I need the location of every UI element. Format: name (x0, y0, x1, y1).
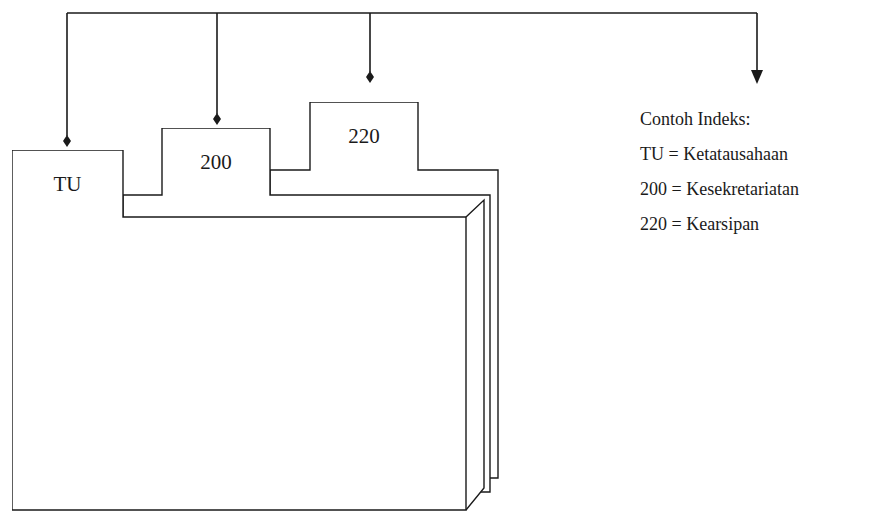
folder-index: 200 (200, 150, 232, 174)
folder-outline (12, 150, 487, 512)
index-heading: Contoh Indeks: (640, 108, 751, 130)
index-entry: 220 = Kearsipan (640, 213, 759, 235)
folder-index: TU (54, 172, 82, 196)
index-entry: 200 = Kesekretariatan (640, 178, 799, 200)
folder-index: 220 (348, 124, 380, 148)
folder-tab: TU (12, 150, 487, 512)
index-entry: TU = Ketatausahaan (640, 143, 788, 165)
